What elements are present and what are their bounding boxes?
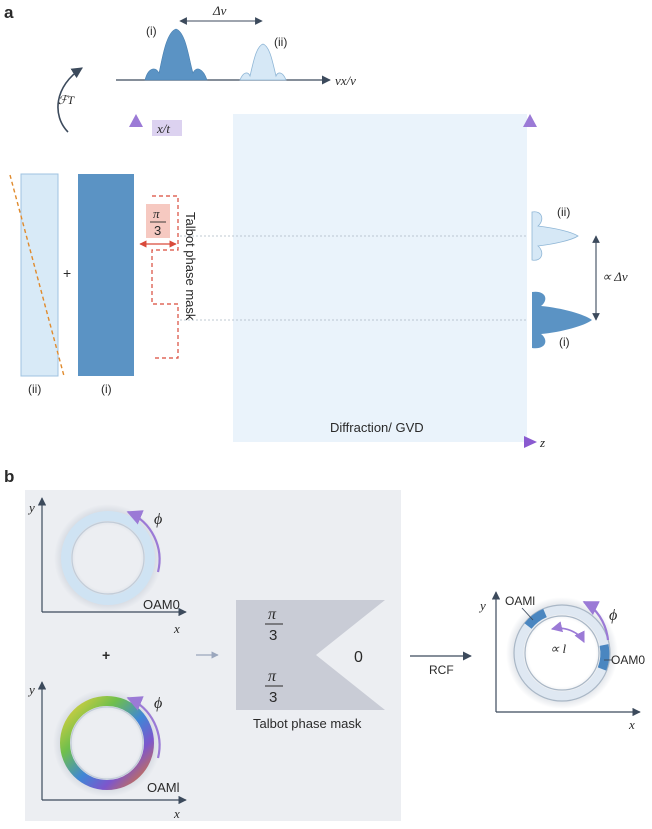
mask-pi-bottom: π bbox=[268, 668, 277, 685]
oaml-phase-arrow bbox=[126, 696, 161, 759]
z-axis-label: z bbox=[539, 435, 545, 450]
mask-zero: 0 bbox=[354, 649, 363, 666]
oaml-y-label: y bbox=[27, 682, 35, 697]
output-oaml-label: OAMl bbox=[505, 594, 535, 608]
oaml-beam-ring bbox=[60, 696, 154, 790]
output-oam0-segment bbox=[597, 644, 610, 671]
oaml-label-a: OAMl bbox=[147, 780, 180, 795]
delta-nu-label: Δν bbox=[212, 3, 227, 18]
output-ii-label: (ii) bbox=[557, 205, 570, 219]
output-peak-ii bbox=[531, 211, 579, 261]
output-prop-l-label: ∝ l bbox=[550, 641, 567, 656]
oam0-phi: ϕ bbox=[154, 511, 162, 528]
spacing-label: ∝ Δν bbox=[602, 269, 628, 284]
phase-fraction-box bbox=[146, 204, 170, 238]
fourier-transform-label: ℱT bbox=[58, 93, 75, 107]
spectrum-peak-i bbox=[144, 28, 208, 81]
mask-3-bottom: 3 bbox=[269, 689, 277, 706]
component-i-label: (i) bbox=[101, 382, 112, 396]
output-x-label: x bbox=[628, 717, 635, 732]
plus-sign-b: + bbox=[102, 647, 110, 663]
spectrum-peak-ii-label: (ii) bbox=[274, 35, 287, 49]
oam0-x-label: x bbox=[173, 621, 180, 636]
oam0-beam-ring bbox=[61, 511, 155, 605]
talbot-mask-label-b: Talbot phase mask bbox=[253, 716, 362, 731]
output-peak-i bbox=[532, 291, 592, 349]
rcf-label: RCF bbox=[429, 663, 454, 677]
x-t-label-box bbox=[152, 120, 182, 136]
oam0-beam-inner-edge bbox=[71, 521, 145, 595]
component-ii-label: (ii) bbox=[28, 382, 41, 396]
output-y-label: y bbox=[478, 598, 486, 613]
oam0-y-label: y bbox=[27, 500, 35, 515]
phase-numerator: π bbox=[153, 206, 160, 221]
phase-denominator: 3 bbox=[154, 223, 161, 238]
output-axis-arrowhead bbox=[523, 114, 537, 127]
output-oaml-leader bbox=[521, 607, 534, 621]
panel-b-label: b bbox=[4, 467, 14, 486]
output-prop-l-arrow bbox=[550, 621, 585, 644]
output-oam0-label: OAM0 bbox=[611, 653, 645, 667]
output-oaml-segment bbox=[524, 608, 547, 629]
spectrum-peak-i-label: (i) bbox=[146, 24, 157, 38]
oam0-phase-arrow bbox=[126, 510, 161, 573]
output-i-label: (i) bbox=[559, 335, 570, 349]
output-phi: ϕ bbox=[609, 607, 617, 624]
panel-a-label: a bbox=[4, 3, 14, 22]
oaml-beam-inner-edge bbox=[70, 706, 144, 780]
talbot-phase-mask-outline bbox=[151, 195, 179, 359]
talbot-mask-label-a: Talbot phase mask bbox=[183, 212, 198, 321]
output-beam-inner-edge bbox=[524, 615, 600, 691]
talbot-phase-mask-shape bbox=[236, 600, 385, 710]
component-ii-bar bbox=[20, 173, 59, 377]
output-phase-arrow bbox=[582, 601, 610, 641]
output-beam-outer-edge bbox=[513, 604, 611, 702]
propagation-label: Diffraction/ GVD bbox=[330, 420, 424, 435]
spectrum-axis-label: νx/ν bbox=[335, 73, 356, 88]
x-t-axis-arrowhead bbox=[129, 114, 143, 127]
plus-sign-a: + bbox=[63, 265, 71, 281]
mask-3-top: 3 bbox=[269, 627, 277, 644]
fourier-transform-arrow bbox=[57, 67, 83, 133]
component-i-bar bbox=[78, 174, 134, 376]
oam0-label-a: OAM0 bbox=[143, 597, 180, 612]
oaml-x-label: x bbox=[173, 806, 180, 821]
mask-pi-top: π bbox=[268, 606, 277, 623]
propagation-region bbox=[233, 114, 527, 442]
x-t-axis-label: x/t bbox=[156, 121, 170, 136]
spectrum-peak-ii bbox=[239, 43, 287, 81]
oaml-phi: ϕ bbox=[154, 695, 162, 712]
